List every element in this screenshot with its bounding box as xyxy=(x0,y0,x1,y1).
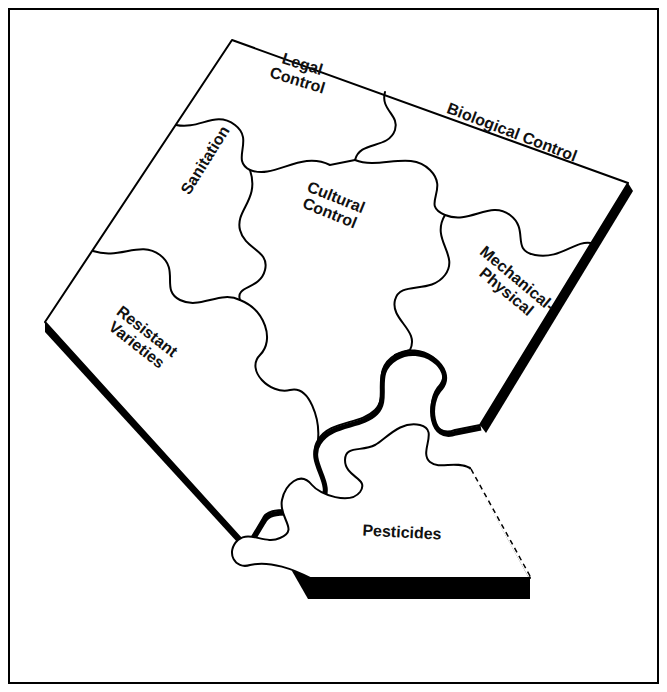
piece-seam xyxy=(355,92,396,160)
dashed-edge-mask xyxy=(471,469,530,576)
piece-seam xyxy=(240,300,318,440)
dashed-edge xyxy=(471,469,530,576)
piece-seam xyxy=(355,160,591,256)
piece-seam xyxy=(93,249,240,303)
piece-seam xyxy=(394,215,449,355)
piece-seam xyxy=(239,170,265,300)
puzzle-board xyxy=(45,40,628,545)
loose-puzzle-piece xyxy=(232,424,530,578)
piece-seams xyxy=(93,92,591,440)
outer-frame xyxy=(9,9,658,683)
